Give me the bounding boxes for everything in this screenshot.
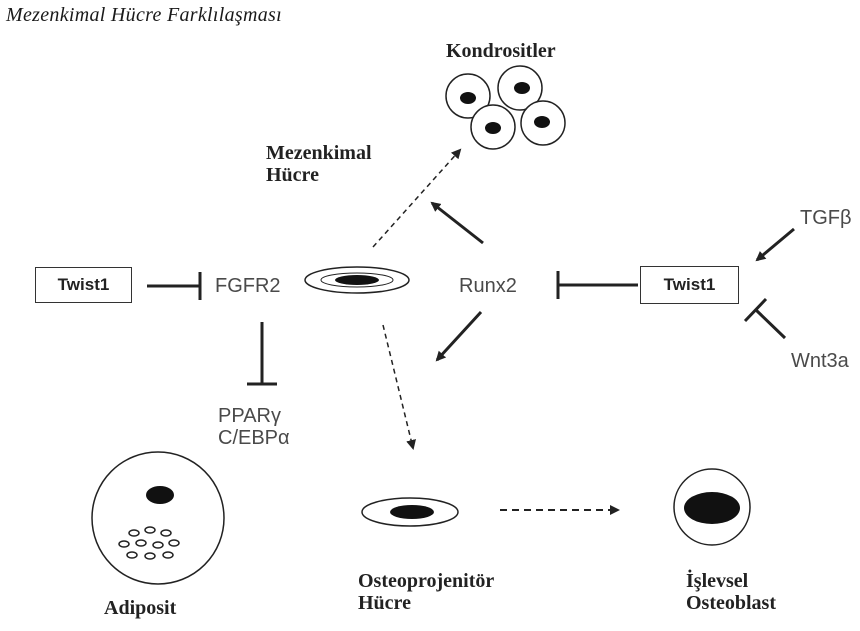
label-osteoprogenitor: Osteoprojenitör Hücre [358,570,494,614]
label-osteoblast: İşlevsel Osteoblast [686,570,776,614]
label-osteoprogenitor-line2: Hücre [358,592,494,614]
label-runx2: Runx2 [459,275,517,298]
arrow-mesenchymal-to-osteoprogenitor [383,325,413,448]
label-adipocyte: Adiposit [104,597,176,620]
osteoblast-cell [674,469,750,545]
label-cebp-alpha: C/EBPα [218,427,290,449]
label-tgfb: TGFβ [800,207,852,230]
chondrocyte-cluster [446,66,565,149]
label-osteoblast-line1: İşlevsel [686,570,776,592]
chondrocyte-nucleus [514,82,530,94]
mesenchymal-cell [305,267,409,293]
chondrocyte-nucleus [485,122,501,134]
label-fgfr2: FGFR2 [215,275,281,298]
arrow-tgfb-to-twist1 [757,229,794,260]
inhibit-twist1-runx2 [558,271,638,299]
label-mesenchymal-cell: Mezenkimal Hücre [266,142,372,186]
label-ppar-gamma: PPARγ [218,405,290,427]
label-mesenchymal-line1: Mezenkimal [266,142,372,164]
label-wnt3a: Wnt3a [791,350,849,373]
label-ppar-cebp: PPARγ C/EBPα [218,405,290,449]
label-mesenchymal-line2: Hücre [266,164,372,186]
inhibit-twist1-fgfr2 [147,272,200,300]
label-chondrocytes: Kondrositler [446,40,556,63]
diagram-title: Mezenkimal Hücre Farklılaşması [6,4,282,27]
arrow-runx2-to-chondro-path [432,203,483,243]
osteoprogenitor-cell [362,498,458,526]
arrow-runx2-to-osteo-path [437,312,481,360]
chondrocyte-nucleus [534,116,550,128]
arrow-mesenchymal-to-chondrocytes [373,150,460,247]
twist1-left-box: Twist1 [35,267,132,303]
adipocyte-cell [92,452,224,584]
chondrocyte-nucleus [460,92,476,104]
label-osteoblast-line2: Osteoblast [686,592,776,614]
inhibit-wnt3a-twist1 [745,299,785,338]
label-osteoprogenitor-line1: Osteoprojenitör [358,570,494,592]
inhibit-fgfr2-ppar [247,322,277,384]
twist1-right-box: Twist1 [640,266,739,304]
